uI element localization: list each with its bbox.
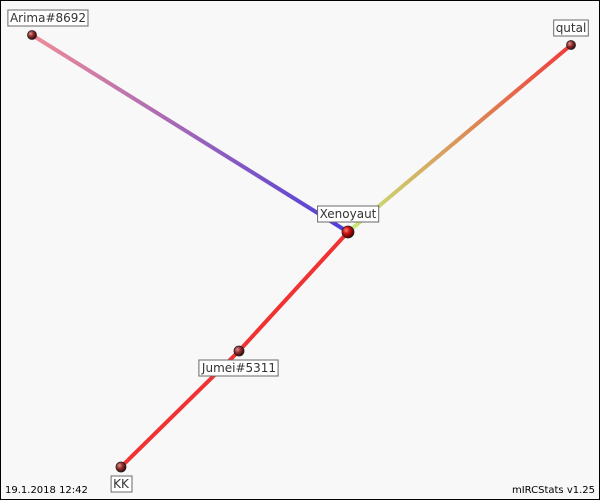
node-label-text: Jumei#5311: [201, 361, 276, 375]
node-label-arima: Arima#8692: [7, 9, 89, 27]
node-jumei: [233, 345, 245, 357]
node-kk: [115, 461, 127, 473]
node-label-box: [110, 475, 133, 493]
node-label-box: [198, 359, 279, 377]
edges-layer: [30, 33, 573, 469]
node-label-box: [553, 19, 589, 37]
timestamp-label: 19.1.2018 12:42: [5, 485, 88, 496]
node-label-text: Xenoyaut: [320, 207, 377, 221]
edge-xenoyaut-arima: [30, 33, 350, 234]
node-label-jumei: Jumei#5311: [198, 359, 279, 377]
node-qutal: [566, 40, 576, 50]
node-label-box: [317, 205, 380, 223]
edge-xenoyaut-jumei: [237, 230, 350, 353]
generator-label: mIRCStats v1.25: [511, 485, 595, 496]
node-arima: [27, 30, 37, 40]
node-xenoyaut: [341, 225, 355, 239]
node-label-box: [7, 9, 89, 27]
edge-xenoyaut-qutal: [346, 43, 573, 234]
node-label-text: KK: [113, 477, 130, 491]
node-label-text: Arima#8692: [10, 11, 86, 25]
nodes-layer: [27, 30, 576, 473]
node-label-kk: KK: [110, 475, 133, 493]
node-label-qutal: qutal: [553, 19, 589, 37]
node-label-text: qutal: [556, 21, 587, 35]
node-label-xenoyaut: Xenoyaut: [317, 205, 380, 223]
